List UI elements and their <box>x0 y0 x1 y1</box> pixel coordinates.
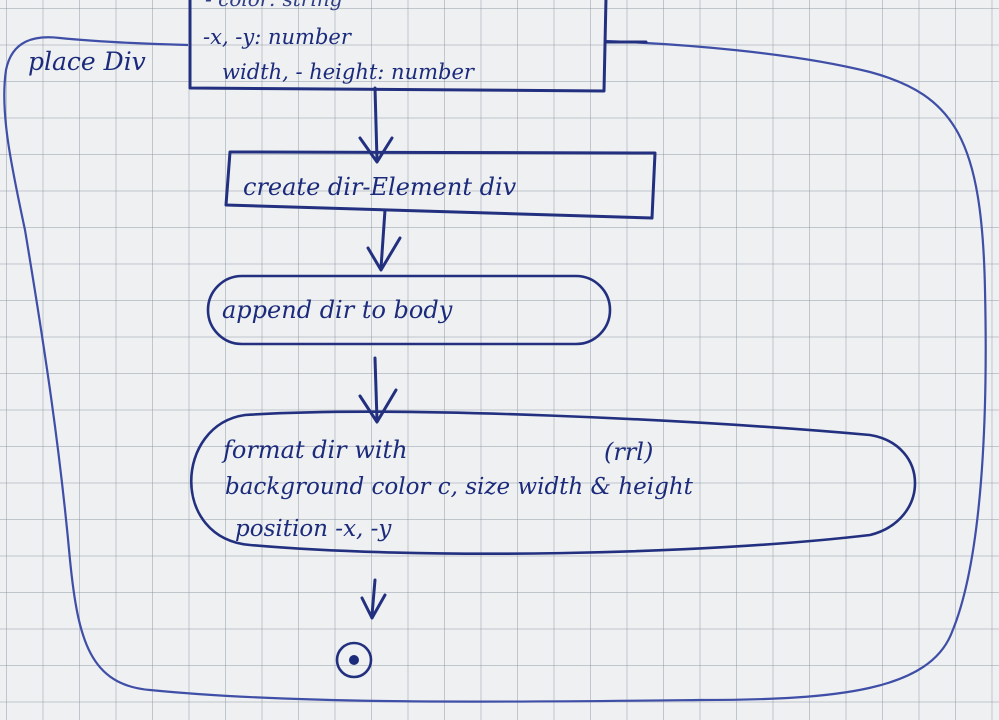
activity-frame <box>3 36 987 703</box>
create-node-label: create dir-Element div <box>243 173 517 201</box>
flow-arrow-1 <box>358 86 394 164</box>
final-node-icon <box>335 641 373 679</box>
parameter-color: - color: string <box>205 0 342 11</box>
parameter-x-y: -x, -y: number <box>203 25 353 49</box>
append-node-label: append dir to body <box>222 296 453 324</box>
activity-name: place Div <box>28 47 146 76</box>
format-node-line-3: position -x, -y <box>235 516 392 542</box>
flow-arrow-4 <box>360 578 387 620</box>
create-node-box <box>224 150 657 220</box>
format-node-marker: (rrl) <box>604 438 653 466</box>
format-node-shape <box>190 410 917 556</box>
parameter-box <box>188 0 608 93</box>
format-node-line-1: format dir with <box>221 436 408 464</box>
flow-arrow-2 <box>366 208 402 272</box>
parameter-width-height: width, - height: number <box>222 60 476 84</box>
format-node-line-2: background color c, size width & height <box>225 474 694 500</box>
flow-arrow-3 <box>358 356 398 424</box>
append-node-shape <box>206 274 612 346</box>
